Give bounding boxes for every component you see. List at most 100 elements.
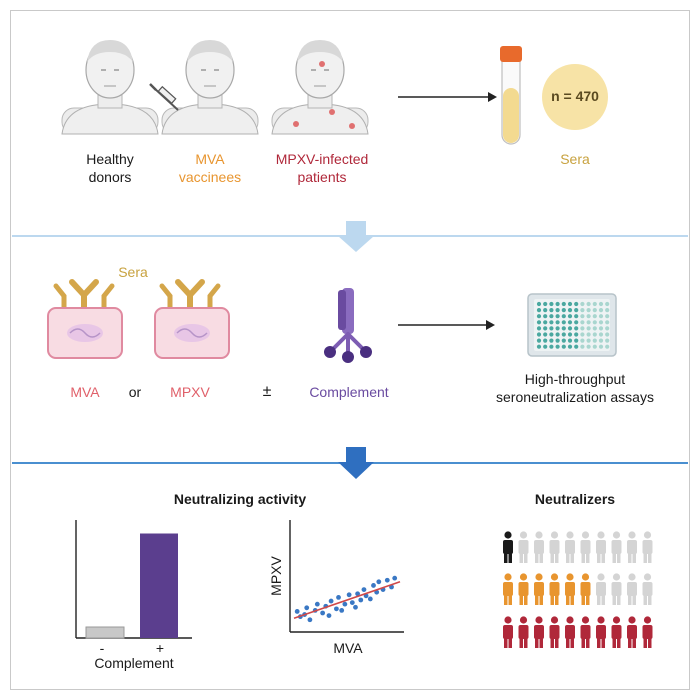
bar-plus [140, 533, 178, 638]
neutralizers-title: Neutralizers [534, 491, 616, 507]
plate-well [574, 338, 579, 343]
mpxv-line1: MPXV-infected [275, 151, 369, 167]
plate-well [555, 344, 560, 349]
scatter-point [376, 579, 382, 585]
plus-minus-sign: ± [262, 383, 272, 400]
plate-well [567, 338, 573, 343]
person-icon [611, 573, 622, 605]
complement-label: Complement [309, 384, 389, 400]
person-icon [611, 616, 622, 648]
bar-chart [75, 520, 192, 639]
plate-well [543, 338, 548, 343]
down-arrow-2 [338, 447, 374, 479]
plate-well [567, 344, 573, 349]
person-icon [565, 573, 575, 605]
plate-well [598, 301, 604, 307]
person-icon [518, 573, 529, 605]
sera-tube-icon [500, 46, 522, 145]
person-icon [627, 531, 637, 563]
plate-well [586, 301, 591, 307]
person-icon [580, 573, 591, 605]
plate-well [598, 344, 604, 349]
plate-well [561, 332, 566, 337]
healthy-line1: Healthy [86, 151, 134, 167]
scatter-point [328, 598, 334, 604]
scatter-point [358, 597, 364, 603]
person-icon [518, 531, 529, 563]
plate-well [555, 320, 560, 325]
plate-well [592, 344, 597, 349]
plate-well [605, 320, 610, 325]
plate-well [605, 301, 610, 307]
scatter-point [307, 617, 313, 623]
plate-well [549, 308, 554, 313]
plate-well [549, 326, 554, 331]
plate-well [567, 326, 573, 331]
plate-well [555, 308, 560, 313]
bar-tick-minus: - [99, 640, 105, 656]
scatter-point [367, 596, 373, 602]
person-icon [565, 531, 575, 563]
plate-well [586, 338, 591, 343]
scatter-point [294, 609, 300, 614]
plate-well [580, 338, 585, 343]
plate-well [586, 332, 591, 337]
plate-well [549, 332, 554, 337]
scatter-point [339, 608, 345, 613]
bar-tick-plus: + [155, 640, 165, 656]
bar-minus [85, 626, 125, 639]
mva-virion-with-antibody [47, 279, 123, 359]
plate-well [536, 344, 542, 349]
plate-well [561, 326, 566, 331]
plate-well [567, 301, 573, 307]
sample-count: n = 470 [551, 88, 599, 104]
plate-well [561, 301, 566, 307]
person-icon [596, 573, 606, 605]
plate-well [586, 314, 591, 319]
plate-well [580, 332, 585, 337]
person-icon [503, 616, 513, 648]
plate-well [574, 301, 579, 307]
person-icon [503, 573, 513, 605]
person-icon [596, 616, 606, 648]
plate-well [555, 326, 560, 331]
plate-well [580, 320, 585, 325]
plate-well [598, 320, 604, 325]
plate-well [561, 314, 566, 319]
healthy-donor-figure [61, 40, 159, 135]
plate-well [543, 344, 548, 349]
plate-well [605, 326, 610, 331]
complement-protein-icon [324, 288, 372, 363]
neutralizers-pictogram [503, 531, 653, 648]
person-icon [642, 616, 653, 648]
plate-well [598, 338, 604, 343]
mva-line1: MVA [195, 151, 225, 167]
plate-well [543, 301, 548, 307]
plate-well [567, 308, 573, 313]
person-icon [549, 616, 560, 648]
plate-well [549, 344, 554, 349]
plate-well [567, 332, 573, 337]
plate-well [592, 301, 597, 307]
scatter-point [355, 591, 360, 597]
plate-well [586, 326, 591, 331]
person-icon [549, 573, 560, 605]
scatter-xlabel: MVA [333, 640, 363, 656]
scatter-point [334, 606, 339, 612]
plate-well [580, 301, 585, 307]
plate-well [605, 344, 610, 349]
arrow-to-sera-tube [398, 92, 497, 102]
plate-well [543, 314, 548, 319]
scatter-point [342, 601, 348, 607]
person-icon [627, 573, 637, 605]
plate-well [567, 314, 573, 319]
plate-well [555, 301, 560, 307]
plate-well [543, 320, 548, 325]
person-icon [534, 573, 544, 605]
plate-well [605, 338, 610, 343]
scatter-point [392, 575, 398, 581]
plate-well [580, 308, 585, 313]
mpxv-patient-figure [271, 40, 369, 135]
plate-well [536, 326, 542, 331]
